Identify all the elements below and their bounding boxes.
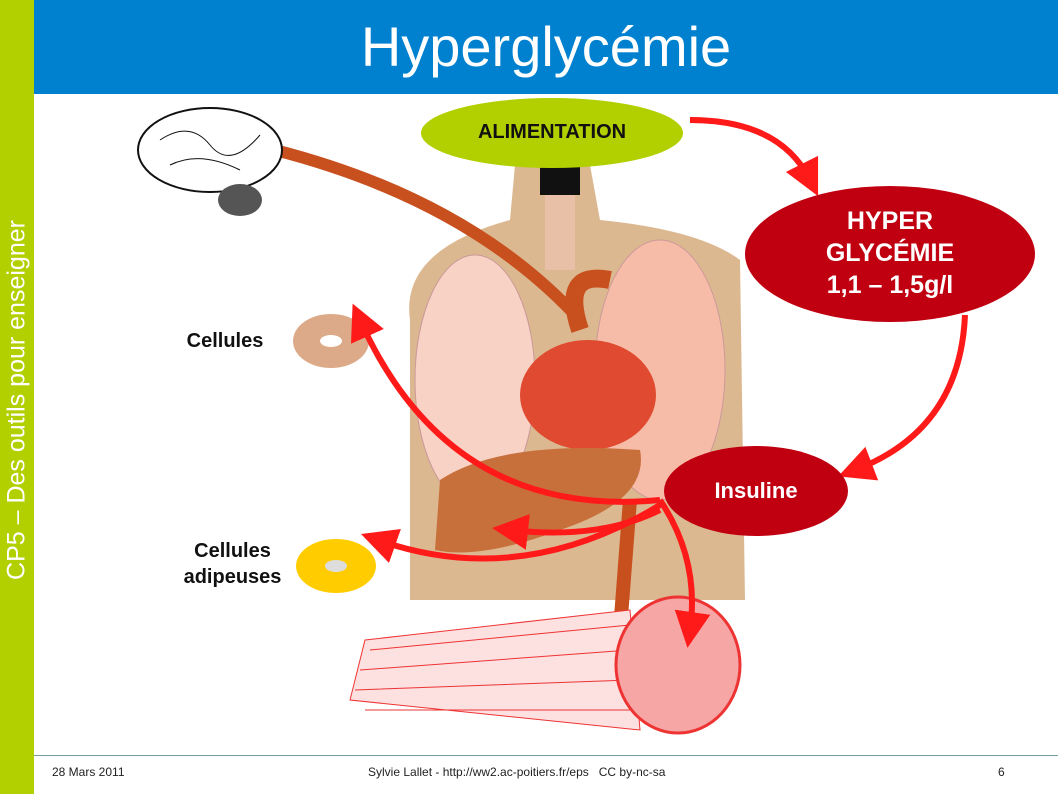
arrow-insuline-muscle [657,498,711,648]
arrow-alimentation-hyper [689,117,819,197]
hyperglycemie-label: HYPER GLYCÉMIE 1,1 – 1,5g/l [745,205,1035,301]
alimentation-ellipse [421,98,683,168]
brain-vessel [273,144,585,325]
header: Hyperglycémie [34,0,1058,94]
diagram [137,98,1035,735]
footer-author: Sylvie Lallet - http://ww2.ac-poitiers.f… [368,765,666,779]
slide-title: Hyperglycémie [360,15,732,78]
sidebar-text: CP5 – Des outils pour enseigner [2,220,31,580]
footer-date: 28 Mars 2011 [52,765,125,779]
heart [520,340,656,450]
brain-icon [137,107,283,216]
arrow-insuline-liver [492,507,662,550]
cellules-label: Cellules [186,330,264,352]
adipeuses-line1: Cellules [194,540,271,562]
adipeuses-label: Cellules adipeuses [170,538,295,590]
hyper-line3: 1,1 – 1,5g/l [826,271,954,299]
hyper-line1: HYPER [846,207,934,235]
adipeuses-line2: adipeuses [183,566,282,588]
insuline-label: Insuline [714,478,798,503]
muscle-icon [349,595,742,735]
footer-divider [34,755,1058,756]
trachea [545,190,575,270]
hyper-line2: GLYCÉMIE [825,239,955,267]
arrow-insuline-cells [350,303,661,505]
hyperglycemie-ellipse [745,186,1035,322]
arrow-hyper-insuline [838,314,968,481]
alimentation-label: ALIMENTATION [477,121,627,143]
liver [435,448,641,553]
sidebar: CP5 – Des outils pour enseigner [0,0,34,794]
footer-page: 6 [998,765,1005,779]
insuline-ellipse [664,446,848,536]
